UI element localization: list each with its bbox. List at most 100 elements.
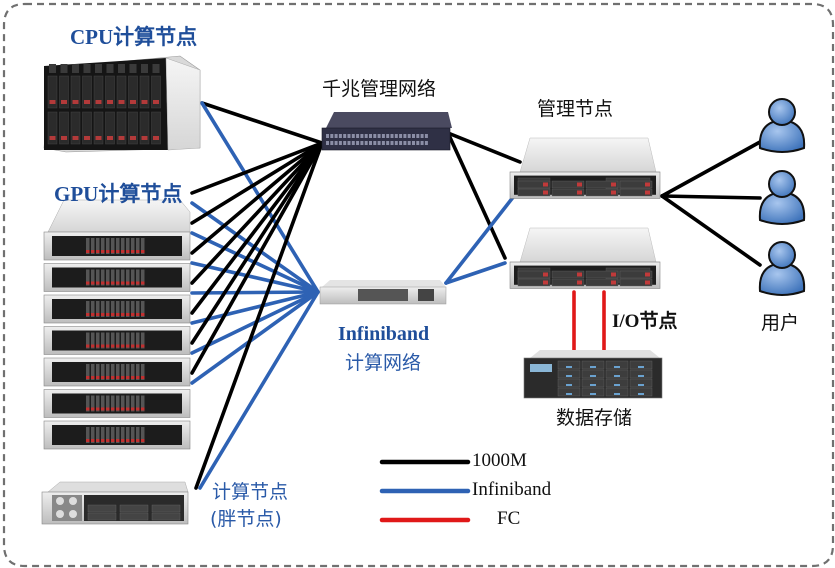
legend-label-fc: FC: [497, 508, 521, 529]
blade-slot: [47, 111, 58, 145]
switch-port: [412, 141, 415, 145]
gpu-drive-led: [121, 313, 125, 316]
gpu-drive-led: [116, 439, 120, 442]
switch-port: [407, 134, 411, 138]
switch-port: [403, 141, 407, 145]
blade-slot: [82, 75, 92, 109]
drive-led: [543, 182, 548, 187]
gpu-drive: [136, 427, 140, 443]
gpu-drive: [101, 269, 105, 286]
storage-bay: [557, 360, 581, 370]
gpu-drive: [126, 301, 130, 317]
link-ethernet: [660, 140, 762, 198]
gpu-drive-led: [131, 407, 135, 411]
switch-port: [386, 141, 390, 145]
switch-port: [330, 141, 334, 145]
drive-bay: [551, 278, 585, 287]
gpu-drive: [131, 269, 135, 286]
user-icon: [758, 241, 806, 296]
io-server-icon: [509, 227, 661, 289]
switch-port: [416, 134, 420, 138]
gpu-drive-led: [106, 344, 110, 348]
switch-port: [351, 134, 355, 138]
blade-led: [153, 136, 159, 140]
storage-label: 数据存储: [556, 407, 633, 429]
storage-bay-led: [638, 393, 644, 395]
gpu-node-label: GPU计算节点: [54, 182, 183, 206]
gpu-drive: [141, 301, 145, 317]
gpu-drive-led: [141, 439, 145, 442]
gpu-drive-led: [116, 313, 120, 316]
gpu-drive: [91, 364, 95, 380]
gpu-drive: [121, 395, 125, 412]
gpu-drive-led: [96, 281, 100, 285]
drive-bay: [551, 270, 585, 279]
gpu-drive: [111, 269, 115, 286]
blade-slot: [151, 75, 161, 109]
cpu-node-label: CPU计算节点: [70, 25, 198, 49]
switch-port: [399, 134, 403, 138]
storage-bay: [629, 360, 653, 370]
user-body: [758, 190, 806, 225]
gpu-drive-led: [121, 376, 125, 379]
gpu-drive: [91, 269, 95, 286]
link-ethernet: [660, 194, 762, 200]
blade-top: [72, 64, 79, 73]
blade-top: [152, 64, 160, 73]
switch-port: [338, 141, 342, 145]
switch-port: [343, 134, 347, 138]
gpu-drive: [86, 269, 90, 286]
drive-led: [577, 190, 582, 195]
gpu-drive-led: [136, 313, 140, 316]
gpu-drive: [106, 395, 110, 412]
blade-led: [72, 136, 79, 140]
gpu-drive: [106, 269, 110, 286]
gpu-drive-led: [141, 344, 145, 348]
gpu-drive: [106, 332, 110, 349]
switch-port: [356, 134, 360, 138]
gpu-server-unit: [43, 294, 191, 324]
gpu-drive: [106, 364, 110, 380]
storage-bay-led: [590, 393, 596, 395]
gpu-drive-led: [116, 376, 120, 379]
gpu-drive-led: [86, 407, 90, 411]
drive-bay: [585, 278, 619, 287]
gpu-drive: [101, 364, 105, 380]
management-server-icon: [509, 137, 661, 199]
link-ethernet: [190, 141, 324, 285]
gpu-drive: [86, 427, 90, 443]
storage-bay-led: [566, 384, 572, 386]
blade-slot: [151, 111, 161, 145]
cpu-blade-chassis-icon: [43, 55, 201, 153]
ethernet-switch-icon: [321, 112, 452, 151]
gpu-drive-led: [96, 407, 100, 411]
gpu-server-unit: [43, 357, 191, 387]
gpu-drive-led: [101, 250, 105, 253]
gpu-server-stack-icon: [43, 199, 191, 450]
gpu-drive: [91, 301, 95, 317]
blade-led: [141, 100, 148, 104]
storage-bay: [629, 387, 653, 397]
blade-slot: [116, 75, 127, 109]
switch-port: [373, 141, 377, 145]
gpu-drive: [136, 238, 140, 254]
gpu-drive-led: [141, 407, 145, 411]
switch-port: [369, 141, 372, 145]
storage-bay: [557, 369, 581, 379]
switch-port: [364, 134, 368, 138]
gpu-drive-led: [126, 281, 130, 285]
switch-port: [381, 141, 385, 145]
gpu-drive-led: [111, 281, 115, 285]
blade-led: [118, 100, 125, 104]
gpu-drive: [141, 269, 145, 286]
blade-slot: [105, 111, 115, 145]
gpu-drive: [116, 395, 120, 412]
gpu-drive: [106, 238, 110, 254]
storage-bay-led: [590, 384, 596, 386]
user-body: [758, 118, 806, 153]
blade-slot: [47, 75, 58, 109]
gpu-drive: [101, 427, 105, 443]
blade-led: [61, 136, 67, 140]
storage-bay-led: [566, 375, 572, 377]
